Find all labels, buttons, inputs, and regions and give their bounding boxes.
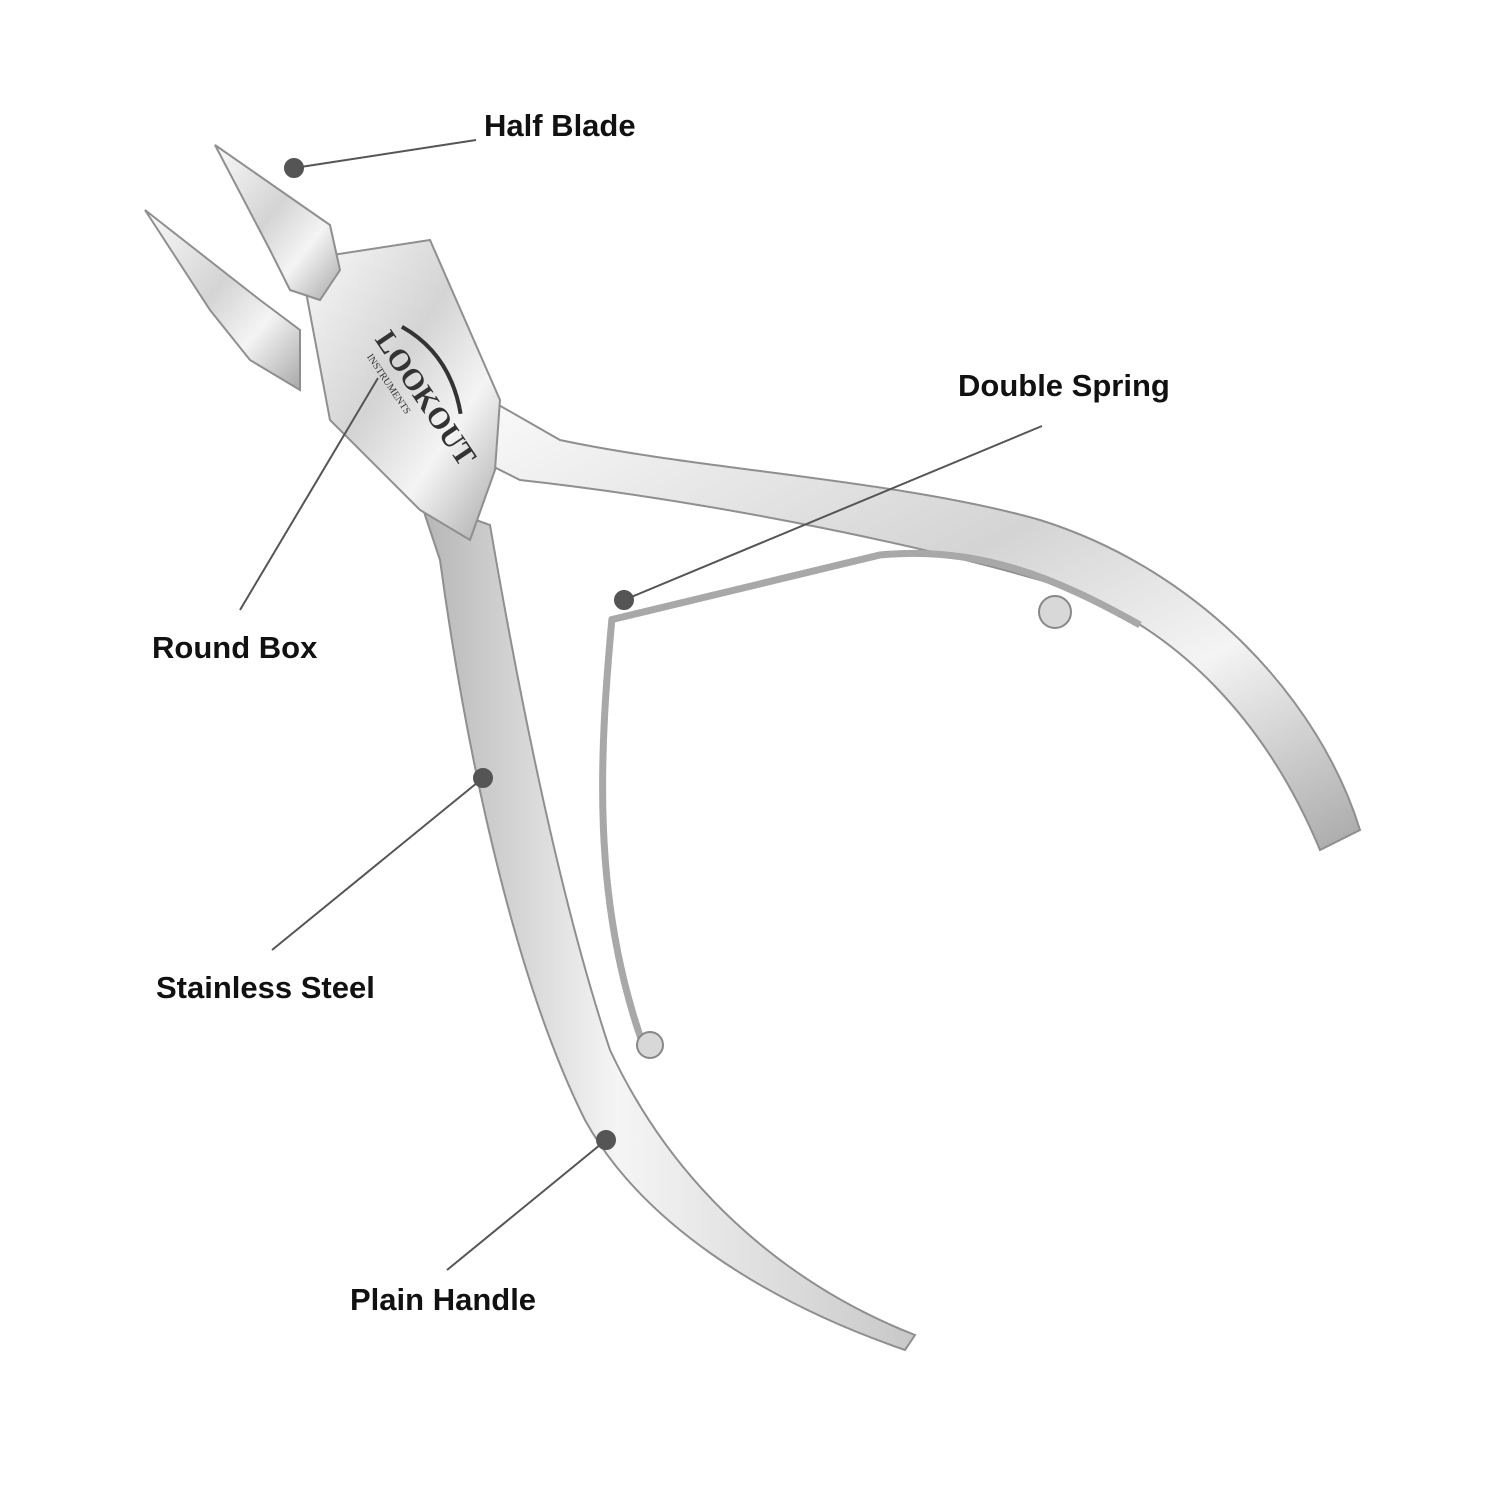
label-half-blade: Half Blade: [484, 108, 636, 143]
dot-double-spring: [614, 590, 634, 610]
label-plain-handle: Plain Handle: [350, 1282, 537, 1317]
half-blade-upper: [214, 144, 342, 302]
left-handle: [418, 498, 917, 1352]
label-round-box: Round Box: [152, 630, 318, 665]
dot-stainless-steel: [473, 768, 493, 788]
spring-rivet: [636, 1031, 664, 1059]
leader-round-box: [239, 377, 379, 611]
half-blade-lower: [144, 209, 301, 392]
right-handle: [478, 398, 1362, 852]
leader-plain-handle: [446, 1139, 607, 1271]
leader-double-spring: [623, 425, 1043, 601]
leader-half-blade: [293, 139, 477, 169]
double-spring: [599, 549, 1142, 1052]
label-stainless-steel: Stainless Steel: [156, 970, 375, 1005]
dot-half-blade: [284, 158, 304, 178]
leader-stainless-steel: [271, 777, 484, 951]
dot-plain-handle: [596, 1130, 616, 1150]
spring-rivet: [1038, 595, 1072, 629]
label-double-spring: Double Spring: [958, 368, 1170, 403]
crown-icon: [400, 325, 463, 415]
